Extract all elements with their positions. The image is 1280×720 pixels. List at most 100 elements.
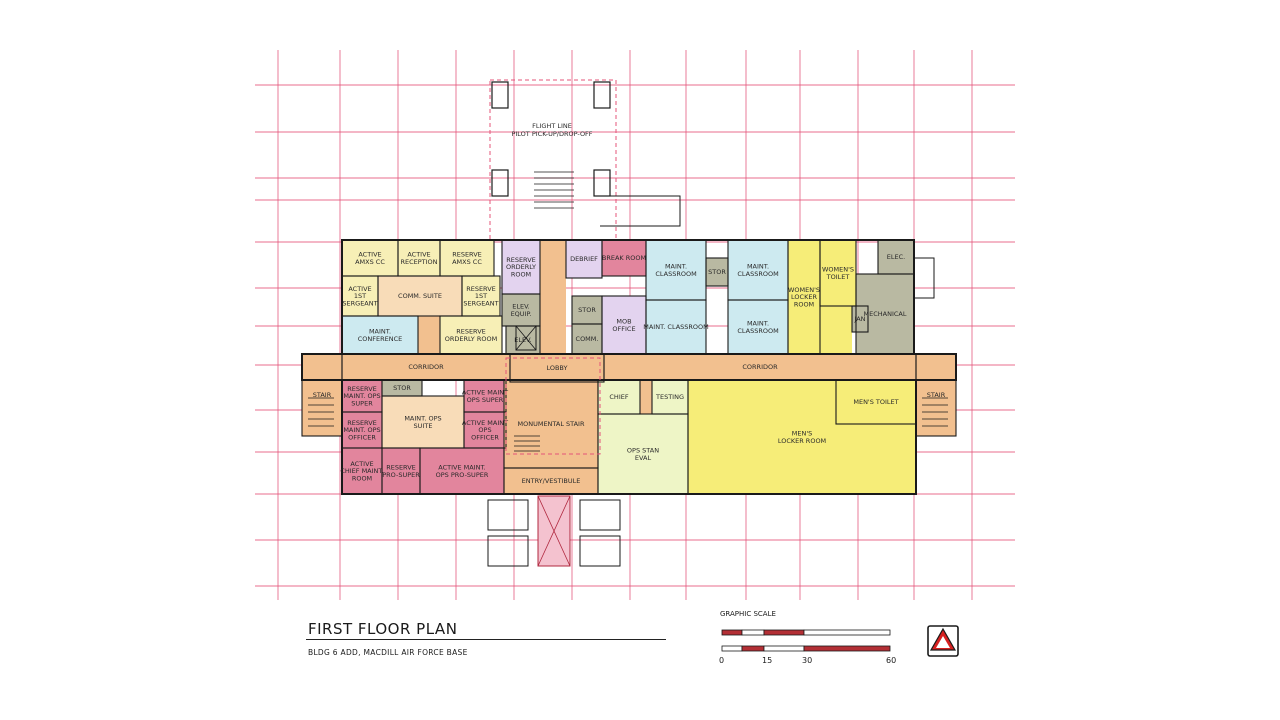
- title-underline: [306, 639, 666, 640]
- label-line-ops-stan-eval-1: EVAL: [635, 454, 652, 462]
- elevator-car: [515, 325, 537, 351]
- canopy-column-0: [491, 81, 509, 109]
- room-reserve-orderly-room-north: [502, 240, 540, 294]
- label-line-reserve-maint-ops-officer-1: MAINT. OPS: [343, 426, 380, 434]
- label-line-womens-locker-room-0: WOMEN'S: [788, 286, 820, 294]
- room-elev: [506, 326, 540, 354]
- label-elec: ELEC.: [887, 253, 905, 261]
- label-comm-suite: COMM. SUITE: [398, 292, 442, 300]
- room-maint-conference: [342, 316, 418, 354]
- label-line-maint-classroom-4-1: CLASSROOM: [737, 327, 778, 335]
- north-arrow-inner: [936, 636, 950, 648]
- scale-bar-top-0: [721, 629, 743, 636]
- label-line-active-maint-ops-pro-super-1: OPS PRO-SUPER: [436, 471, 489, 479]
- label-break-room: BREAK ROOM: [602, 254, 646, 262]
- label-flight-line-1: PILOT PICK-UP/DROP-OFF: [511, 130, 592, 138]
- label-line-reserve-maint-ops-super-0: RESERVE: [347, 385, 377, 393]
- label-line-stor-north-0: STOR: [578, 306, 596, 314]
- label-line-stor-east-0: STOR: [708, 268, 726, 276]
- label-line-mechanical-0: MECHANICAL: [864, 310, 907, 318]
- label-line-reserve-maint-ops-super-1: MAINT. OPS: [343, 392, 380, 400]
- label-line-elec-0: ELEC.: [887, 253, 905, 261]
- label-lobby: LOBBY: [546, 364, 567, 372]
- label-line-reserve-amxs-cc-0: RESERVE: [452, 251, 482, 259]
- label-line-maint-classroom-1-0: MAINT.: [665, 263, 687, 271]
- label-line-maint-classroom-4-0: MAINT.: [747, 320, 769, 328]
- label-line-reserve-pro-super-0: RESERVE: [386, 464, 416, 472]
- room-corridor-west: [342, 354, 510, 380]
- west-core: [418, 316, 440, 354]
- label-line-monumental-stair-0: MONUMENTAL STAIR: [518, 420, 585, 428]
- room-stor-south: [382, 380, 422, 396]
- north-frame: [927, 625, 959, 657]
- label-debrief: DEBRIEF: [570, 255, 598, 263]
- label-line-reserve-amxs-cc-1: AMXS CC: [452, 258, 482, 266]
- label-line-reserve-orderly-room-south-0: RESERVE: [456, 328, 486, 336]
- room-reserve-1st-sergeant: [462, 276, 500, 316]
- label-line-active-maint-ops-super-0: ACTIVE MAINT: [462, 389, 508, 397]
- label-testing: TESTING: [655, 393, 684, 401]
- toilet-annex: [820, 306, 852, 354]
- label-line-womens-locker-room-2: ROOM: [794, 300, 814, 308]
- room-stor-east: [706, 258, 728, 286]
- plan-subtitle: BLDG 6 ADD, MACDILL AIR FORCE BASE: [308, 648, 468, 657]
- room-maint-classroom-2: [646, 300, 706, 354]
- label-line-active-maint-ops-officer-0: ACTIVE MAINT: [462, 419, 508, 427]
- label-line-reserve-pro-super-1: PRO-SUPER: [382, 471, 420, 479]
- label-line-active-maint-ops-officer-1: OPS: [478, 426, 491, 434]
- label-line-active-amxs-cc-0: ACTIVE: [358, 251, 381, 259]
- label-line-reserve-maint-ops-officer-2: OFFICER: [348, 433, 376, 441]
- label-entry-vestibule: ENTRY/VESTIBULE: [522, 477, 581, 485]
- label-line-stair-west-0: STAIR: [313, 391, 332, 399]
- room-entry-vestibule: [504, 468, 598, 494]
- label-line-maint-classroom-3-0: MAINT.: [747, 263, 769, 271]
- label-line-active-1st-sergeant-1: 1ST: [354, 292, 366, 300]
- room-stair-east: [916, 354, 956, 436]
- scale-tick-60: 60: [886, 656, 897, 665]
- label-line-reserve-1st-sergeant-0: RESERVE: [466, 285, 496, 293]
- label-line-active-1st-sergeant-0: ACTIVE: [348, 285, 371, 293]
- scale-tick-0: 0: [719, 656, 725, 665]
- label-jan: JAN: [853, 315, 865, 323]
- scale-bar-bottom-3: [803, 645, 891, 652]
- room-womens-toilet: [820, 240, 856, 306]
- room-elec: [878, 240, 914, 274]
- label-mens-toilet: MEN'S TOILET: [853, 398, 898, 406]
- scale-bar-bottom-0: [721, 645, 743, 652]
- room-mens-locker-room: [688, 380, 916, 494]
- room-debrief: [566, 240, 602, 278]
- label-maint-classroom-1: MAINT.CLASSROOM: [655, 263, 696, 278]
- label-line-mens-locker-room-1: LOCKER ROOM: [778, 437, 826, 445]
- room-chief: [598, 380, 640, 414]
- label-stor-south: STOR: [393, 384, 411, 392]
- label-corridor-east: CORRIDOR: [742, 363, 778, 371]
- room-fills: [302, 240, 956, 494]
- lobby-dashed-zone: [505, 357, 601, 455]
- entry-walkway-hatch: [537, 495, 571, 567]
- walls: [301, 239, 957, 495]
- label-line-active-amxs-cc-1: AMXS CC: [355, 258, 385, 266]
- label-line-comm-0: COMM.: [576, 335, 599, 343]
- scale-bar-bottom-2: [763, 645, 805, 652]
- north-arrow-icon: [927, 625, 959, 657]
- label-mechanical: MECHANICAL: [864, 310, 907, 318]
- room-womens-locker-room: [788, 240, 820, 354]
- label-corridor-west: CORRIDOR: [408, 363, 444, 371]
- label-active-maint-ops-pro-super: ACTIVE MAINT.OPS PRO-SUPER: [436, 464, 489, 479]
- label-maint-conference: MAINT.CONFERENCE: [358, 328, 403, 343]
- wall-womens-toilet: [819, 239, 857, 307]
- plan-title: FIRST FLOOR PLAN: [308, 620, 458, 638]
- label-line-womens-toilet-0: WOMEN'S: [822, 266, 854, 274]
- label-line-maint-conference-0: MAINT.: [369, 328, 391, 336]
